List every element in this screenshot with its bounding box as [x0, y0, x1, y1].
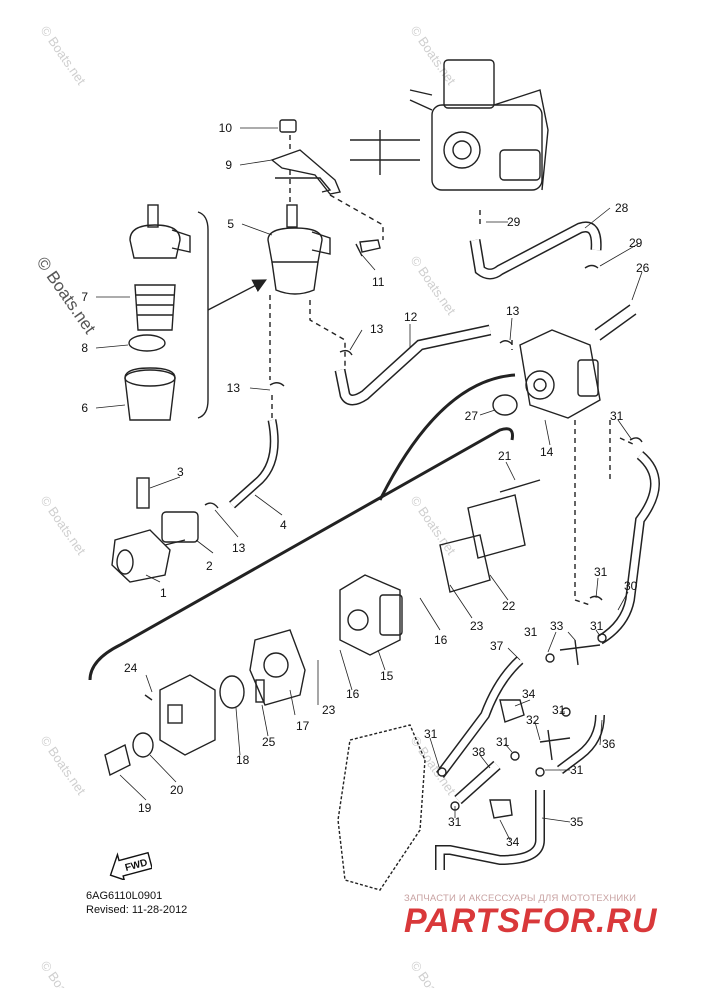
label-37: 37 [490, 639, 504, 653]
label-2: 2 [206, 559, 213, 573]
watermark: © Boats.net [408, 253, 460, 318]
clamp-34 [489, 699, 525, 819]
label-34: 34 [522, 687, 536, 701]
label-9: 9 [225, 158, 232, 172]
clips [204, 264, 643, 811]
diagram-code-block: 6AG6110L0901 Revised: 11-28-2012 [86, 889, 187, 917]
label-14: 14 [540, 445, 554, 459]
bolt-11 [355, 239, 381, 257]
label-24: 24 [124, 661, 138, 675]
partsfor-banner: ЗАПЧАСТИ И АКСЕССУАРЫ ДЛЯ МОТОТЕХНИКИ PA… [404, 893, 704, 941]
fwd-arrow-icon: FWD [109, 851, 152, 880]
label-31: 31 [590, 619, 604, 633]
watermark: © Boats.net [38, 23, 90, 88]
watermark: © Boats.net [33, 253, 100, 337]
label-32: 32 [526, 713, 540, 727]
filter-exploded-parts [124, 204, 267, 421]
fuel-pump-14 [492, 304, 637, 419]
label-36: 36 [602, 737, 616, 751]
label-16: 16 [434, 633, 448, 647]
label-12: 12 [404, 310, 418, 324]
label-23: 23 [322, 703, 336, 717]
mounting-bracket [337, 724, 426, 891]
label-31: 31 [496, 735, 510, 749]
label-6: 6 [81, 401, 88, 415]
label-21: 21 [498, 449, 512, 463]
label-7: 7 [81, 290, 88, 304]
label-29: 29 [507, 215, 521, 229]
fittings-32-33 [539, 639, 601, 761]
revised-date: Revised: 11-28-2012 [86, 904, 188, 916]
label-5: 5 [227, 217, 234, 231]
label-16: 16 [346, 687, 360, 701]
label-4: 4 [280, 518, 287, 532]
label-20: 20 [170, 783, 184, 797]
divider-arrow [378, 373, 516, 501]
drawing-layer [88, 59, 660, 891]
label-33: 33 [550, 619, 564, 633]
part-labels: 10 9 5 7 8 6 11 13 13 12 13 3 13 2 1 4 2… [81, 121, 649, 849]
label-31: 31 [424, 727, 438, 741]
label-26: 26 [636, 261, 650, 275]
label-29: 29 [629, 236, 643, 250]
label-23: 23 [470, 619, 484, 633]
label-13: 13 [506, 304, 520, 318]
label-22: 22 [502, 599, 516, 613]
callout-lines [95, 127, 643, 841]
label-15: 15 [380, 669, 394, 683]
watermark: © Boats.net [408, 958, 460, 988]
label-17: 17 [296, 719, 310, 733]
label-10: 10 [219, 121, 233, 135]
diagram-code: 6AG6110L0901 [86, 890, 163, 902]
label-13: 13 [227, 381, 241, 395]
label-35: 35 [570, 815, 584, 829]
label-11: 11 [372, 275, 385, 289]
label-30: 30 [624, 579, 638, 593]
label-25: 25 [262, 735, 276, 749]
label-31: 31 [448, 815, 462, 829]
nut-10 [279, 119, 297, 133]
label-28: 28 [615, 201, 629, 215]
label-31: 31 [610, 409, 624, 423]
label-34: 34 [506, 835, 520, 849]
watermark: © Boats.net [38, 958, 90, 988]
bracket-9 [270, 149, 341, 195]
label-1: 1 [160, 586, 167, 600]
label-31: 31 [570, 763, 584, 777]
pump-exploded-parts [104, 479, 541, 777]
label-19: 19 [138, 801, 152, 815]
watermark: © Boats.net [408, 493, 460, 558]
label-8: 8 [81, 341, 88, 355]
carburetor [350, 59, 549, 191]
label-13: 13 [232, 541, 246, 555]
watermark-layer: © Boats.net © Boats.net © Boats.net © Bo… [33, 23, 459, 988]
banner-tagline: ЗАПЧАСТИ И АКСЕССУАРЫ ДЛЯ МОТОТЕХНИКИ [404, 893, 637, 904]
label-27: 27 [465, 409, 479, 423]
label-31: 31 [552, 703, 566, 717]
label-31: 31 [594, 565, 608, 579]
fuel-filter-5 [267, 177, 332, 295]
label-3: 3 [177, 465, 184, 479]
banner-logo: PARTSFOR.RU [404, 902, 658, 940]
leader-lines [269, 135, 636, 606]
label-31: 31 [524, 625, 538, 639]
watermark: © Boats.net [38, 733, 90, 798]
watermark: © Boats.net [408, 23, 460, 88]
label-13: 13 [370, 322, 384, 336]
label-18: 18 [236, 753, 250, 767]
joint-1 [111, 477, 199, 583]
divider-line [88, 427, 514, 681]
label-38: 38 [472, 745, 486, 759]
watermark: © Boats.net [38, 493, 90, 558]
